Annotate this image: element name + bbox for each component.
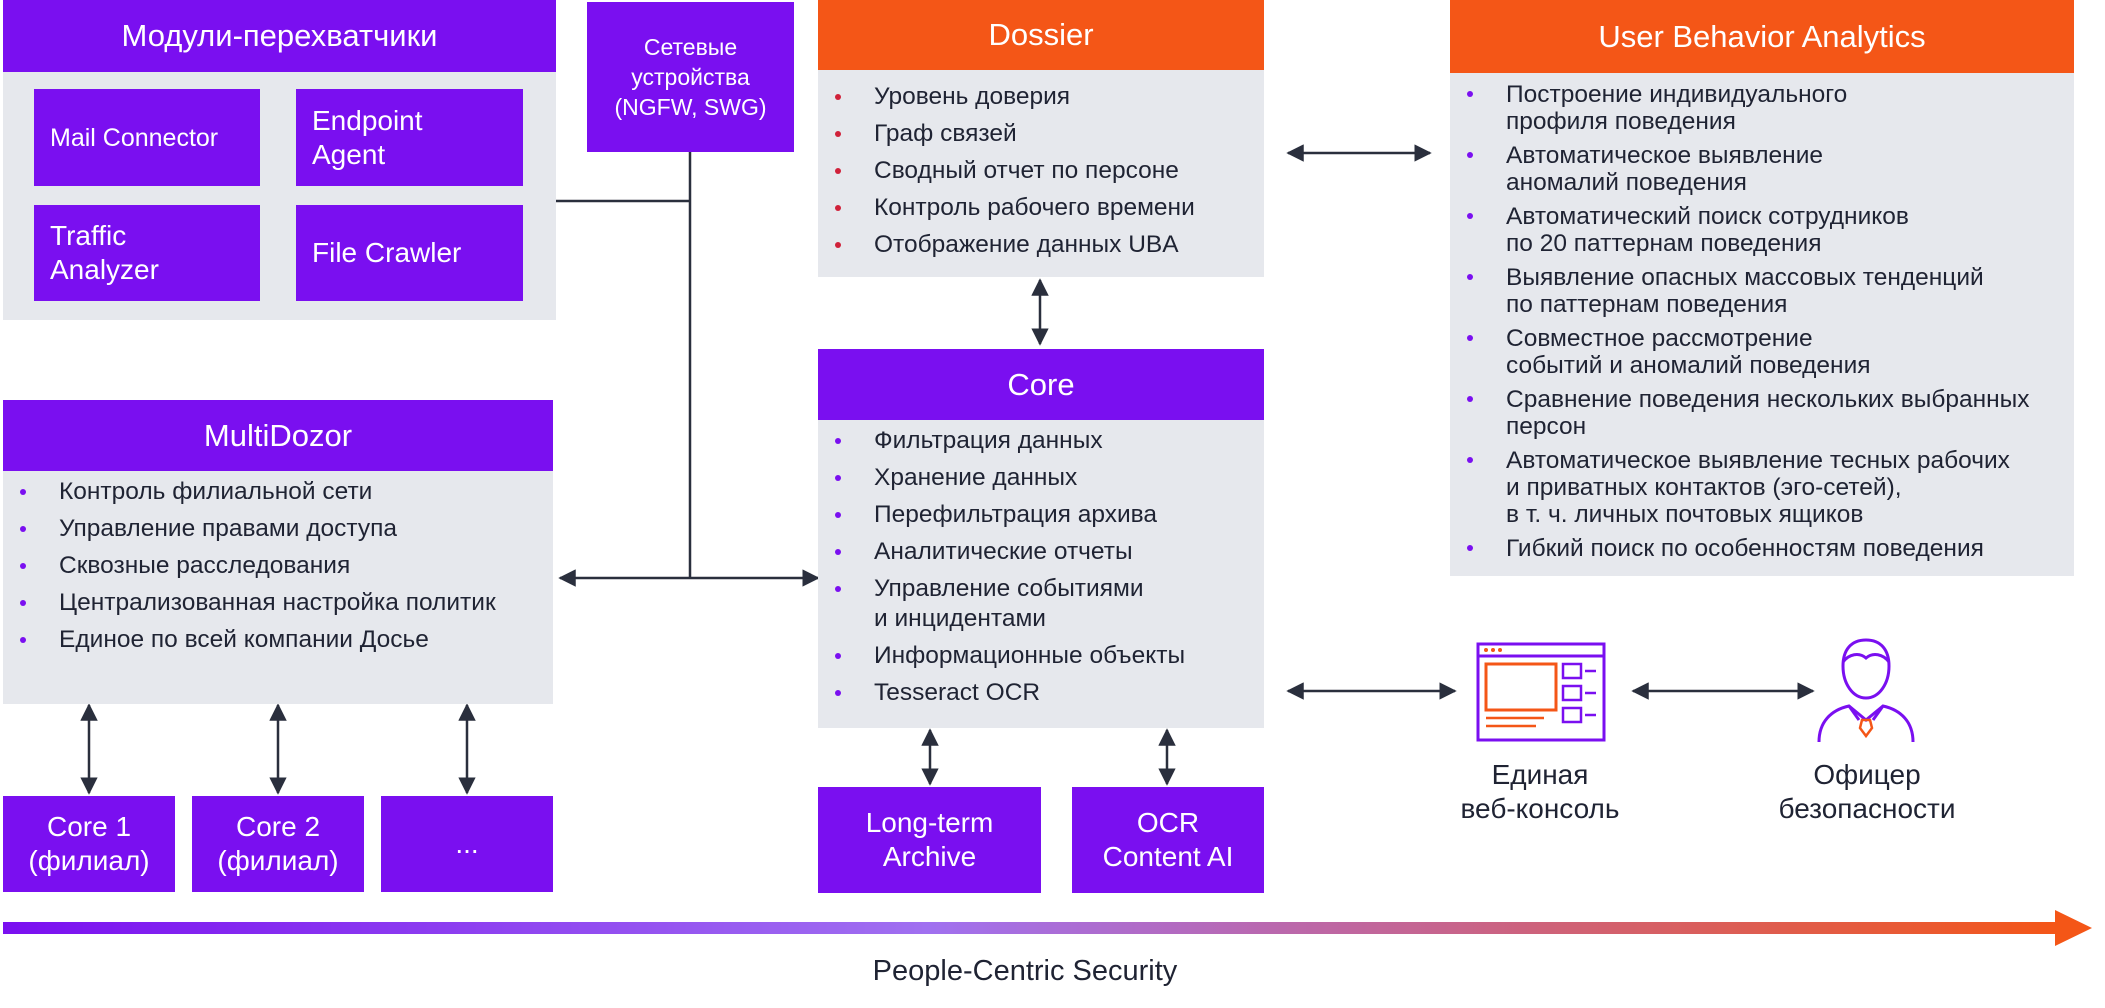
- security-officer-label: Офицер безопасности: [1778, 759, 1956, 824]
- branch-core-1: Core 1 (филиал): [3, 796, 175, 892]
- list-item: Отображение данных UBA: [818, 226, 1264, 263]
- list-item: Совместное рассмотрение событий и аномал…: [1450, 325, 2074, 379]
- list-item: Контроль рабочего времени: [818, 189, 1264, 226]
- branch-core-more: ...: [381, 796, 553, 892]
- list-item: Контроль филиальной сети: [3, 473, 553, 510]
- list-item: Сравнение поведения нескольких выбранных…: [1450, 386, 2074, 440]
- people-centric-security-caption: People-Centric Security: [872, 955, 1178, 987]
- list-item: Хранение данных: [818, 463, 1264, 493]
- list-item: Информационные объекты: [818, 641, 1264, 671]
- module-file-crawler: File Crawler: [296, 205, 523, 301]
- list-item: Управление правами доступа: [3, 510, 553, 547]
- multidozor-title: MultiDozor: [3, 400, 553, 471]
- people-centric-arrowhead: [2055, 910, 2092, 946]
- list-item: Управление событиями и инцидентами: [818, 574, 1264, 634]
- list-item: Перефильтрация архива: [818, 500, 1264, 530]
- uba-title: User Behavior Analytics: [1450, 0, 2074, 73]
- list-item: Автоматическое выявление тесных рабочих …: [1450, 447, 2074, 528]
- uba-features: Построение индивидуального профиля повед…: [1450, 81, 2074, 562]
- branch-core-2: Core 2 (филиал): [192, 796, 364, 892]
- dossier-title: Dossier: [818, 0, 1264, 70]
- ocr-content-ai: OCR Content AI: [1072, 787, 1264, 893]
- list-item: Фильтрация данных: [818, 426, 1264, 456]
- list-item: Единое по всей компании Досье: [3, 621, 553, 658]
- interceptors-title: Модули-перехватчики: [3, 0, 556, 72]
- people-centric-arrow-shaft: [3, 922, 2058, 934]
- uba-panel: Построение индивидуального профиля повед…: [1450, 73, 2074, 576]
- module-traffic-analyzer: Traffic Analyzer: [34, 205, 260, 301]
- web-console-label: Единая веб-консоль: [1460, 759, 1620, 824]
- list-item: Выявление опасных массовых тенденций по …: [1450, 264, 2074, 318]
- list-item: Уровень доверия: [818, 78, 1264, 115]
- list-item: Гибкий поиск по особенностям поведения: [1450, 535, 2074, 562]
- list-item: Сквозные расследования: [3, 547, 553, 584]
- list-item: Автоматический поиск сотрудников по 20 п…: [1450, 203, 2074, 257]
- list-item: Централизованная настройка политик: [3, 584, 553, 621]
- core-title: Core: [818, 349, 1264, 420]
- list-item: Сводный отчет по персоне: [818, 152, 1264, 189]
- module-endpoint-agent: Endpoint Agent: [296, 89, 523, 186]
- module-mail-connector: Mail Connector: [34, 89, 260, 186]
- list-item: Tesseract OCR: [818, 678, 1264, 708]
- list-item: Построение индивидуального профиля повед…: [1450, 81, 2074, 135]
- web-console-icon: [1476, 642, 1606, 742]
- long-term-archive: Long-term Archive: [818, 787, 1041, 893]
- network-devices-box: Сетевые устройства (NGFW, SWG): [587, 2, 794, 152]
- list-item: Аналитические отчеты: [818, 537, 1264, 567]
- security-officer-icon: [1815, 636, 1917, 746]
- list-item: Граф связей: [818, 115, 1264, 152]
- list-item: Автоматическое выявление аномалий поведе…: [1450, 142, 2074, 196]
